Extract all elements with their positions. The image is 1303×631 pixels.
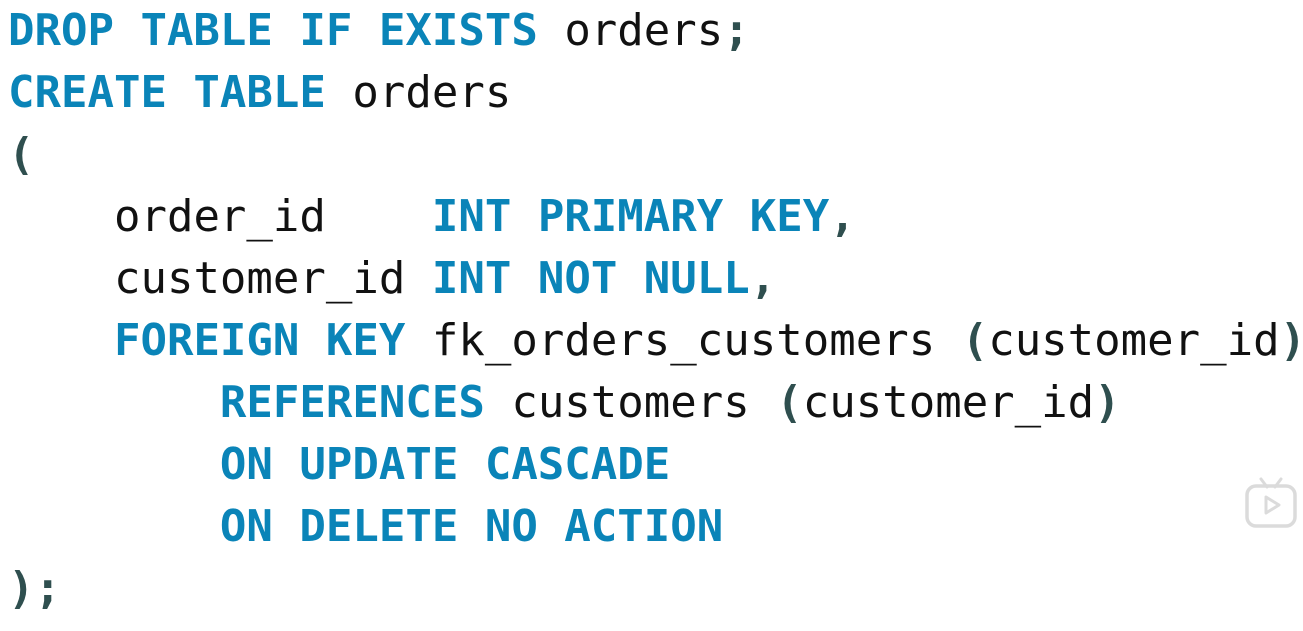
whitespace (326, 67, 353, 118)
sql-identifier: orders (564, 5, 724, 56)
code-line: REFERENCES customers (customer_id) (8, 372, 1303, 434)
video-play-tv-icon (1245, 477, 1297, 528)
whitespace (538, 5, 565, 56)
code-indent (8, 191, 114, 242)
sql-identifier: customer_id (988, 315, 1280, 366)
sql-keyword: INT PRIMARY KEY (431, 191, 830, 242)
code-indent (8, 439, 220, 490)
sql-punctuation: ( (776, 377, 803, 428)
sql-keyword: FOREIGN KEY (113, 315, 406, 366)
sql-punctuation: ( (8, 129, 35, 180)
code-indent (8, 377, 220, 428)
whitespace (405, 315, 432, 366)
code-line: ); (8, 558, 1303, 620)
whitespace (326, 191, 432, 242)
sql-keyword: DROP TABLE IF EXISTS (8, 5, 538, 56)
sql-code-block: DROP TABLE IF EXISTS orders;CREATE TABLE… (8, 0, 1303, 620)
code-line: FOREIGN KEY fk_orders_customers (custome… (8, 310, 1303, 372)
code-line: customer_id INT NOT NULL, (8, 248, 1303, 310)
sql-punctuation: , (749, 253, 777, 304)
whitespace (935, 315, 962, 366)
sql-keyword: CREATE TABLE (8, 67, 326, 118)
code-line: ON DELETE NO ACTION (8, 496, 1303, 558)
sql-keyword: ON UPDATE CASCADE (219, 439, 671, 490)
sql-punctuation: ) (1280, 315, 1303, 366)
sql-punctuation: , (829, 191, 856, 242)
sql-punctuation: ); (8, 563, 61, 614)
sql-identifier: fk_orders_customers (431, 315, 936, 366)
code-line: DROP TABLE IF EXISTS orders; (8, 0, 1303, 62)
code-line: ON UPDATE CASCADE (8, 434, 1303, 496)
code-indent (8, 501, 220, 552)
sql-identifier: customer_id (802, 377, 1095, 428)
code-line: CREATE TABLE orders (8, 62, 1303, 124)
code-indent (8, 253, 114, 304)
sql-punctuation: ; (723, 5, 750, 56)
sql-identifier: customer_id (113, 253, 406, 304)
sql-keyword: ON DELETE NO ACTION (219, 501, 724, 552)
sql-keyword: INT NOT NULL (431, 253, 750, 304)
code-line: ( (8, 124, 1303, 186)
sql-identifier: order_id (113, 191, 326, 242)
sql-punctuation: ) (1094, 377, 1121, 428)
sql-identifier: customers (511, 377, 750, 428)
sql-identifier: orders (352, 67, 512, 118)
sql-punctuation: ( (961, 315, 989, 366)
whitespace (405, 253, 432, 304)
whitespace (485, 377, 512, 428)
sql-keyword: REFERENCES (219, 377, 485, 428)
whitespace (750, 377, 777, 428)
code-line: order_id INT PRIMARY KEY, (8, 186, 1303, 248)
code-indent (8, 315, 114, 366)
